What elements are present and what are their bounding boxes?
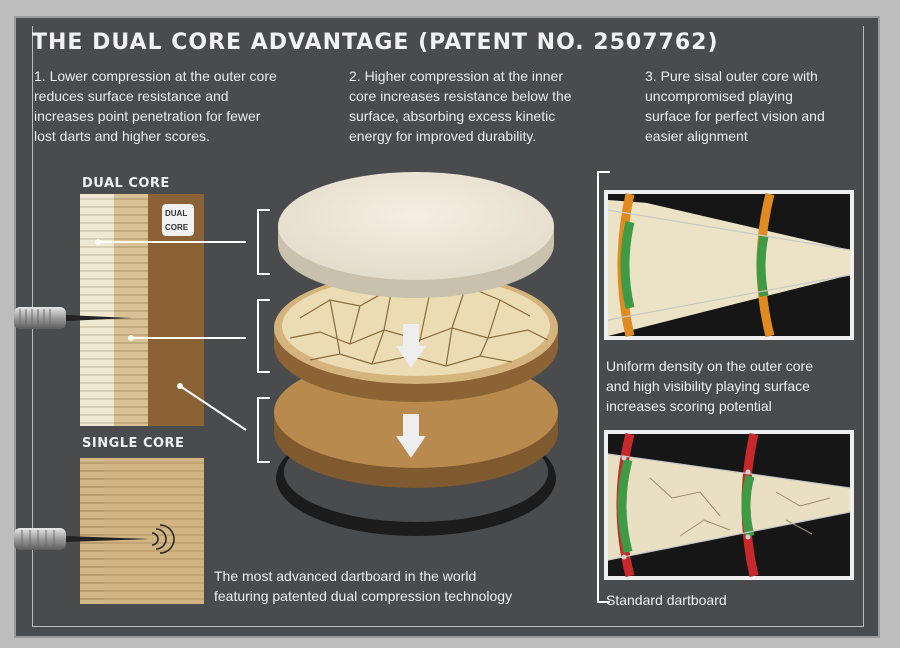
- dual-core-label: DUAL CORE: [82, 176, 170, 191]
- bracket-bottom-layer: [257, 397, 270, 463]
- green-treble-ring: [741, 474, 755, 538]
- page-title: THE DUAL CORE ADVANTAGE (PATENT NO. 2507…: [32, 30, 719, 55]
- point-3-text: 3. Pure sisal outer core with uncompromi…: [645, 66, 880, 146]
- point-1-line: increases point penetration for fewer: [34, 108, 261, 124]
- point-3-line: surface for perfect vision and: [645, 108, 825, 124]
- comparison-bracket: [597, 171, 610, 603]
- standard-dartboard-caption: Standard dartboard: [606, 592, 727, 608]
- point-2-text: 2. Higher compression at the inner core …: [349, 66, 639, 146]
- board-segment-cream: [608, 194, 850, 336]
- dart-barrel: [14, 528, 66, 550]
- board-segment-cream: [608, 454, 850, 560]
- dart-barrel: [14, 307, 66, 329]
- caption-line: featuring patented dual compression tech…: [214, 588, 513, 604]
- caption-line: and high visibility playing surface: [606, 378, 810, 394]
- point-2-line: core increases resistance below the: [349, 88, 572, 104]
- dart-point: [66, 315, 132, 321]
- inner-core-layer: [114, 194, 148, 426]
- logo-badge: [162, 204, 194, 236]
- dual-core-logo: DUAL CORE: [162, 204, 194, 236]
- point-1-line: lost darts and higher scores.: [34, 128, 210, 144]
- outer-core-layer: [80, 194, 114, 426]
- point-3-line: 3. Pure sisal outer core with: [645, 68, 818, 84]
- exploded-layer-stack: [274, 172, 558, 536]
- cracked-surface: [649, 477, 831, 537]
- caption-line: Uniform density on the outer core: [606, 358, 813, 374]
- point-1-text: 1. Lower compression at the outer core r…: [34, 66, 324, 146]
- uniform-density-caption: Uniform density on the outer core and hi…: [606, 356, 876, 416]
- layer-brackets: [257, 209, 270, 463]
- point-3-line: uncompromised playing: [645, 88, 793, 104]
- down-arrow-icon: [396, 324, 426, 368]
- dart-point: [66, 536, 150, 542]
- dual-core-board-photo: [604, 190, 854, 340]
- single-core-cross-section: [14, 458, 204, 604]
- standard-board-photo: [604, 430, 854, 580]
- green-treble-ring: [756, 235, 769, 297]
- bracket-middle-layer: [257, 299, 270, 373]
- point-1-line: 1. Lower compression at the outer core: [34, 68, 277, 84]
- green-double-ring: [620, 220, 635, 310]
- caption-line: increases scoring potential: [606, 398, 772, 414]
- dart-single-core: [14, 528, 150, 550]
- vibration-icon: [151, 524, 175, 554]
- point-3-line: easier alignment: [645, 128, 748, 144]
- point-2-line: 2. Higher compression at the inner: [349, 68, 563, 84]
- leader-line-backing: [179, 385, 247, 431]
- bracket-top-layer: [257, 209, 270, 275]
- single-core-layer: [80, 458, 204, 604]
- green-double-ring: [617, 458, 633, 554]
- logo-text-dual: DUAL: [165, 209, 187, 218]
- single-core-label: SINGLE CORE: [82, 436, 185, 451]
- outer-core-disc: [278, 172, 554, 280]
- point-2-line: energy for improved durability.: [349, 128, 537, 144]
- dual-core-cross-section: DUAL CORE: [14, 194, 247, 431]
- down-arrow-icon: [396, 414, 426, 458]
- caption-line: The most advanced dartboard in the world: [214, 568, 477, 584]
- point-2-line: surface, absorbing excess kinetic: [349, 108, 556, 124]
- dart-dual-core: [14, 307, 132, 329]
- logo-text-core: CORE: [165, 223, 189, 232]
- point-1-line: reduces surface resistance and: [34, 88, 229, 104]
- bottom-caption: The most advanced dartboard in the world…: [214, 566, 594, 606]
